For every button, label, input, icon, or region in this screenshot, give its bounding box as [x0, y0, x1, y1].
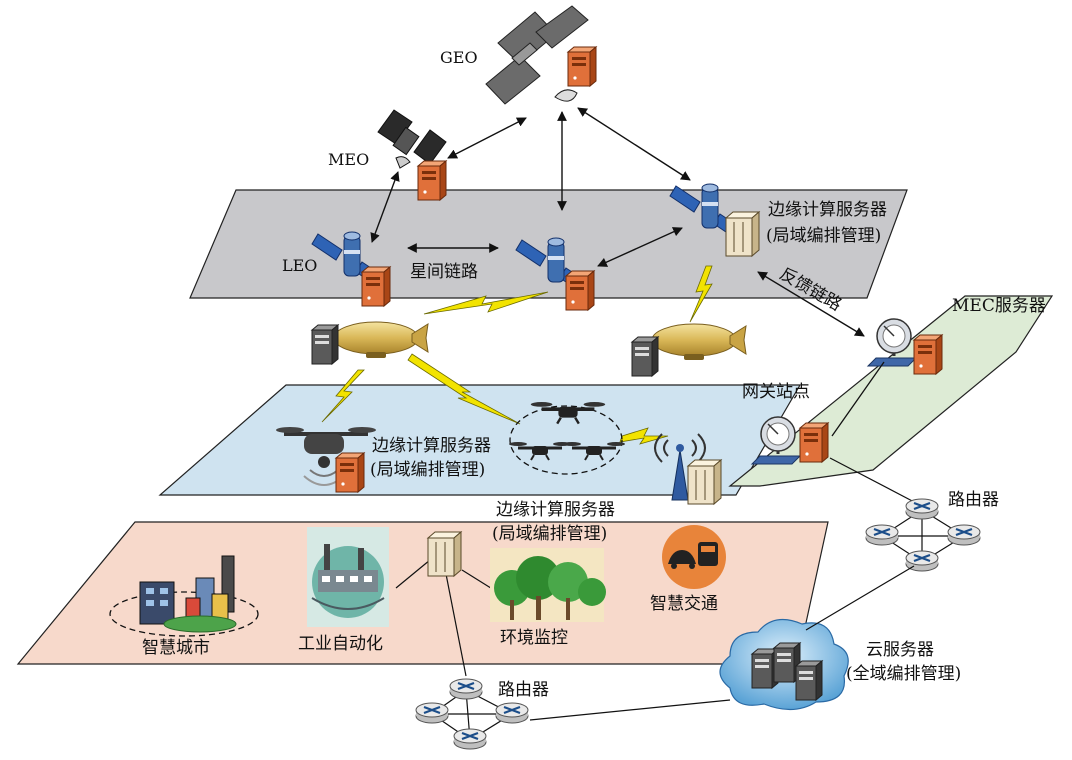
- label-cloud-server-sub: (全域编排管理): [846, 664, 962, 684]
- wireless-link-swarm-tower: [619, 427, 669, 445]
- geo-server-icon: [567, 46, 597, 87]
- label-smart-city: 智慧城市: [142, 638, 210, 658]
- gateway-server-icon: [799, 422, 829, 463]
- label-environment-monitoring: 环境监控: [500, 628, 568, 648]
- edge-cabinet-ground-icon: [427, 531, 462, 577]
- airship-left-server-icon: [311, 324, 339, 365]
- label-router-bottom: 路由器: [498, 680, 549, 700]
- mec-server-icon: [913, 334, 943, 375]
- meo-leo-left-link: [370, 171, 400, 243]
- label-edge-server-air: 边缘计算服务器: [372, 436, 491, 456]
- large-drone-icon: [276, 427, 376, 486]
- air-layer-plane: [158, 384, 802, 496]
- meo-satellite-icon: [377, 109, 447, 169]
- mec-gateway-line: [831, 361, 885, 437]
- leo-left-server-icon: [361, 266, 391, 307]
- airship-left-icon: [333, 321, 429, 359]
- label-edge-server-ground: 边缘计算服务器: [496, 500, 615, 520]
- wireless-link-blimp-drone: [321, 369, 365, 423]
- ground-cabinet-industry-line: [395, 559, 431, 589]
- geo-leo-right-link: [577, 107, 691, 181]
- drone-server-icon: [335, 452, 365, 493]
- label-edge-server-space-sub: (局域编排管理): [766, 226, 882, 246]
- wireless-link-blimp-swarm: [407, 353, 521, 425]
- edge-cabinet-air-icon: [687, 459, 722, 505]
- ground-cabinet-environment-line: [461, 569, 495, 591]
- edge-cabinet-space-icon: [725, 211, 760, 257]
- label-router-right: 路由器: [948, 490, 999, 510]
- label-meo: MEO: [328, 150, 370, 169]
- label-cloud-server: 云服务器: [866, 640, 934, 660]
- router-right-node-top: [904, 497, 940, 521]
- ground-cabinet-router-line: [445, 573, 467, 677]
- router-right-node-right: [946, 523, 982, 547]
- cloud-router-right-line: [805, 565, 915, 631]
- cloud-server-icon: [719, 618, 849, 711]
- label-edge-server-space: 边缘计算服务器: [768, 200, 887, 220]
- router-bottom-node-left: [414, 701, 450, 725]
- leo-center-right-link: [597, 227, 683, 267]
- wireless-link-leo-blimp: [689, 265, 713, 323]
- feedback-link-arrow: [757, 271, 865, 337]
- wireless-link-blimp-leo: [423, 291, 549, 315]
- label-industrial-automation: 工业自动化: [298, 634, 383, 654]
- airship-right-icon: [651, 323, 747, 361]
- label-edge-server-air-sub: (局域编排管理): [370, 460, 486, 480]
- label-gateway-site: 网关站点: [742, 382, 810, 402]
- airship-right-server-icon: [631, 336, 659, 377]
- label-mec-server: MEC服务器: [952, 296, 1046, 316]
- router-bottom-node-bottom: [452, 727, 488, 751]
- industrial-automation-icon: [307, 527, 389, 627]
- router-right-node-left: [864, 523, 900, 547]
- smart-traffic-icon: [662, 525, 726, 589]
- label-leo: LEO: [282, 256, 318, 275]
- satellite-links: [370, 107, 865, 337]
- geo-satellite-icon: [485, 5, 589, 105]
- drone-swarm-boundary: [509, 405, 623, 475]
- label-edge-server-ground-sub: (局域编排管理): [492, 524, 608, 544]
- smart-city-icon: [109, 555, 259, 637]
- router-bottom-node-right: [494, 701, 530, 725]
- label-geo: GEO: [440, 48, 478, 67]
- cell-tower-icon: [654, 433, 706, 501]
- mec-dish-icon: [866, 317, 918, 368]
- wireless-links: [321, 265, 713, 445]
- label-inter-satellite-link: 星间链路: [410, 262, 478, 282]
- meo-server-icon: [417, 160, 447, 201]
- geo-meo-link: [447, 117, 527, 159]
- environment-monitoring-icon: [490, 548, 606, 622]
- leo-center-server-icon: [565, 270, 595, 311]
- router-bottom-node-top: [448, 677, 484, 701]
- label-smart-traffic: 智慧交通: [650, 594, 718, 614]
